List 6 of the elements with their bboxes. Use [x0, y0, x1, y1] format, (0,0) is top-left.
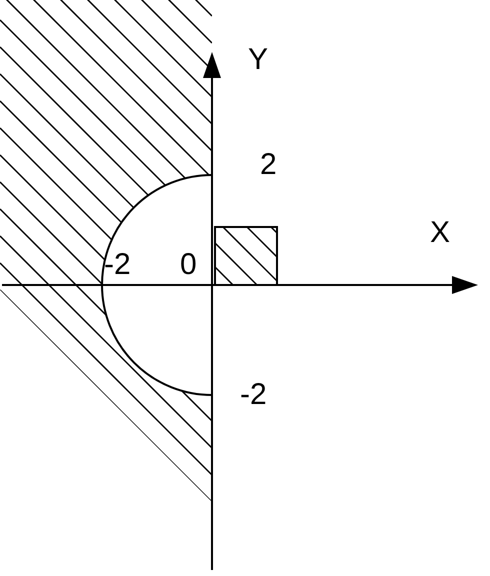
axis-label: X — [430, 218, 450, 248]
tick-label: 2 — [260, 150, 277, 180]
tick-label: -2 — [104, 250, 131, 280]
axis-label: Y — [248, 45, 268, 75]
tick-label: 0 — [180, 250, 197, 280]
tick-label: -2 — [240, 380, 267, 410]
